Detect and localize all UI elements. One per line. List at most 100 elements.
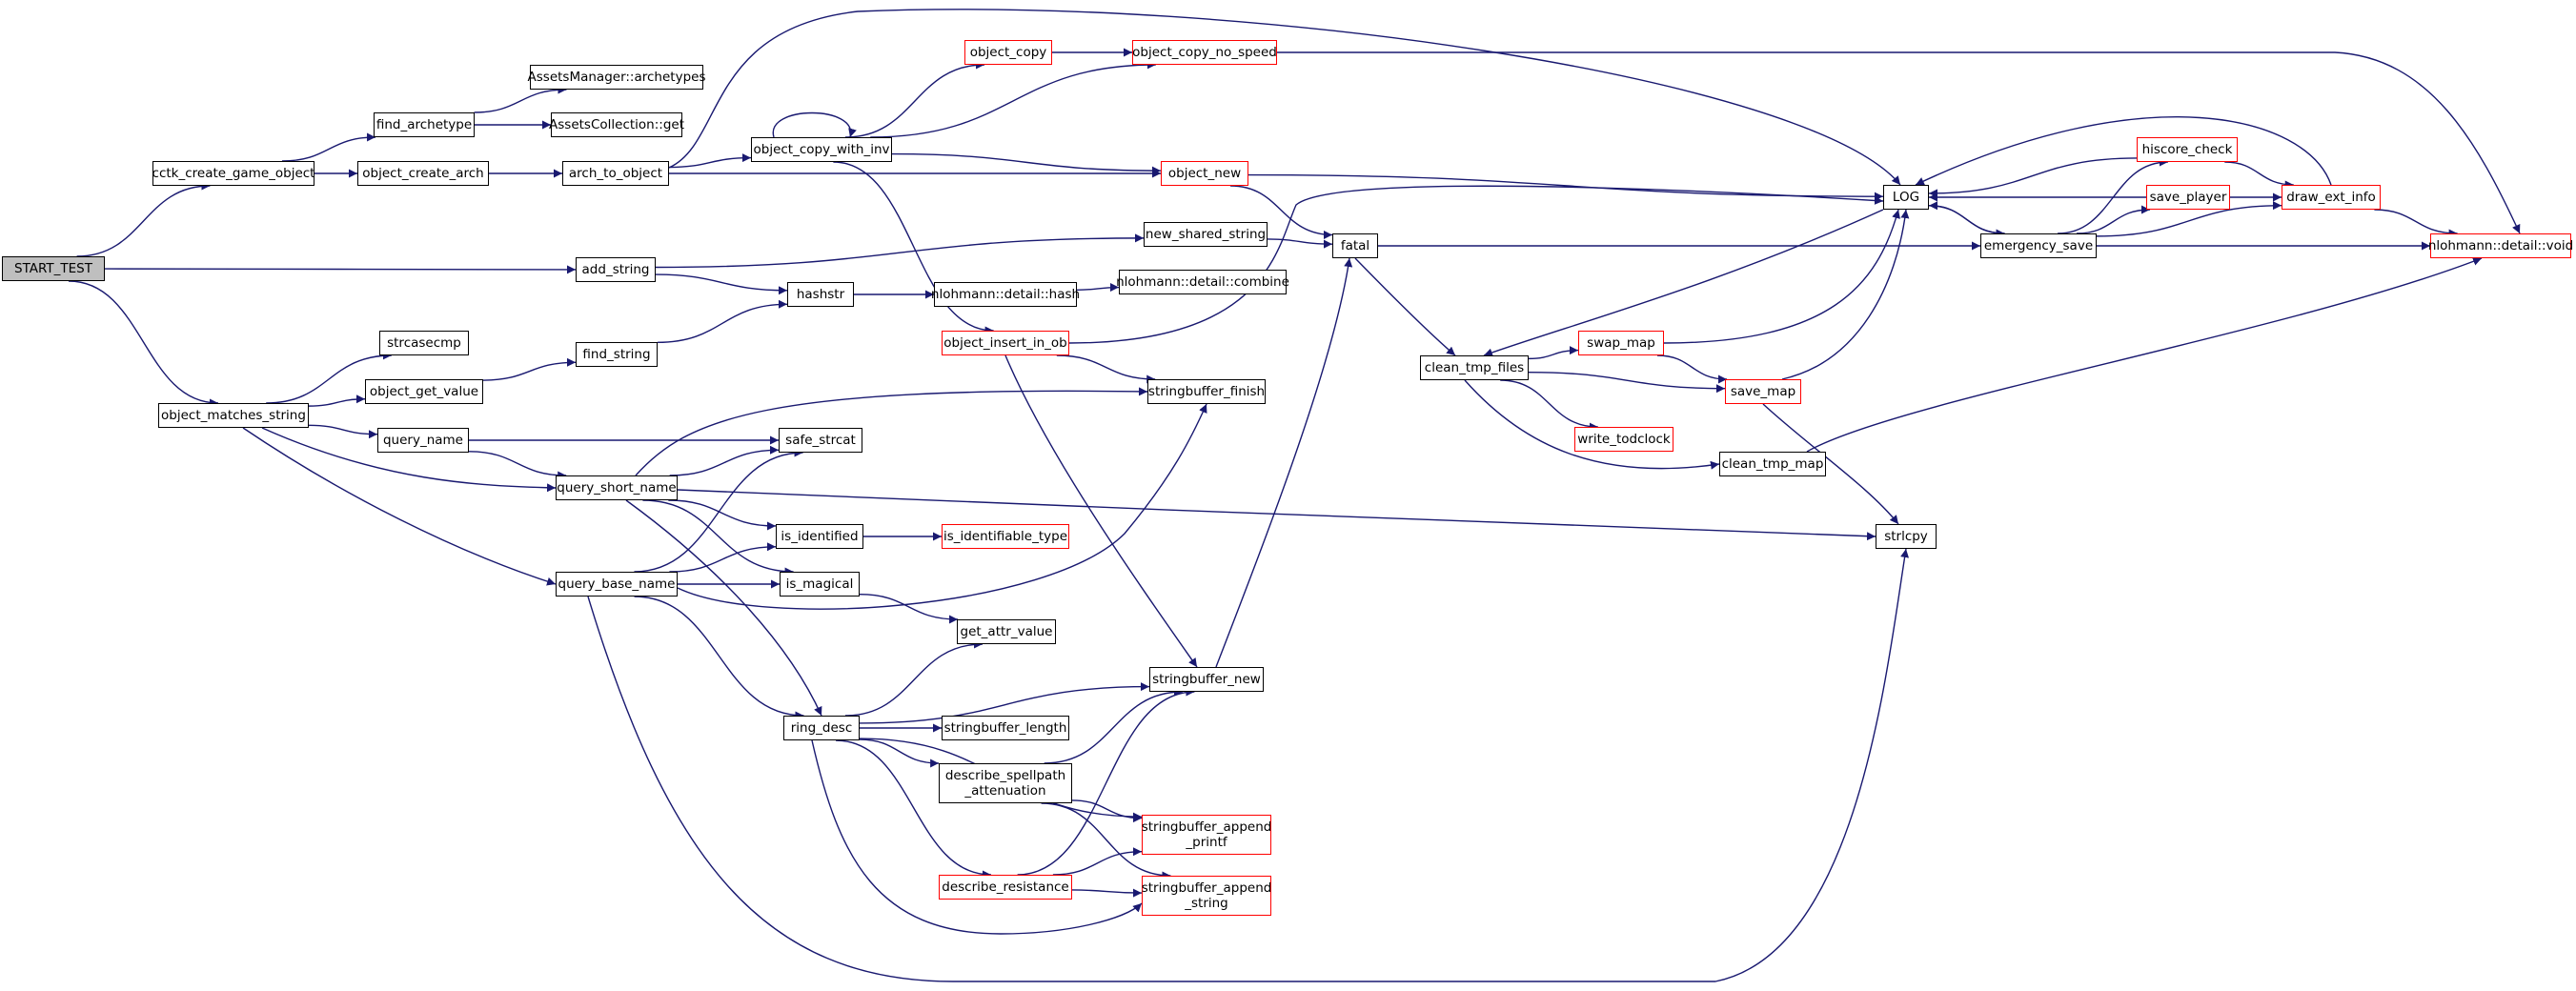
edge-object-insert-in-ob-to-log: [1068, 185, 1884, 344]
edge-emergency-save-to-log: [1928, 201, 2005, 234]
edge-object-copy-with-inv-to-object-copy-no-speed: [870, 60, 1156, 138]
edge-find-archetype-to-assetsmanager-archetypes: [474, 85, 567, 113]
edge-clean-tmp-files-to-save-map: [1528, 372, 1726, 394]
edge-describe-resistance-to-stringbuffer-append-string: [1071, 888, 1143, 898]
edge-query-base-name-to-ring-desc: [634, 596, 804, 720]
edge-describe-spellpath-attenuation-to-stringbuffer-append-string: [1041, 802, 1171, 880]
edge-clean-tmp-files-to-write-todclock: [1500, 379, 1598, 432]
edge-ring-desc-to-describe-resistance: [836, 739, 991, 880]
node-emergency-save[interactable]: emergency_save: [1980, 233, 2097, 258]
node-hiscore-check[interactable]: hiscore_check: [2137, 137, 2238, 162]
node-stringbuffer-append-string[interactable]: stringbuffer_append _string: [1142, 876, 1271, 916]
edge-describe-resistance-to-stringbuffer-new: [1017, 687, 1195, 876]
edge-object-copy-no-speed-to-nlohmann-detail-void: [1277, 51, 2521, 234]
edge-add-string-to-new-shared-string: [655, 233, 1145, 269]
node-query-short-name[interactable]: query_short_name: [556, 475, 678, 500]
node-safe-strcat[interactable]: safe_strcat: [779, 428, 862, 453]
edge-object-copy-with-inv-to-object-copy-with-inv: [772, 111, 857, 138]
edge-start-test-to-add-string: [104, 265, 577, 274]
edge-ring-desc-to-get-attr-value: [844, 639, 984, 717]
node-object-copy[interactable]: object_copy: [964, 40, 1052, 65]
edge-add-string-to-hashstr: [655, 273, 788, 295]
node-clean-tmp-files[interactable]: clean_tmp_files: [1420, 355, 1529, 380]
node-nlohmann-detail-void[interactable]: nlohmann::detail::void: [2428, 233, 2573, 258]
node-save-map[interactable]: save_map: [1725, 379, 1801, 404]
node-strlcpy[interactable]: strlcpy: [1876, 524, 1937, 549]
node-object-get-value[interactable]: object_get_value: [365, 379, 483, 404]
edge-start-test-to-cctk-create-game-object: [76, 181, 211, 257]
edge-object-new-to-log: [1247, 173, 1884, 201]
node-nlohmann-detail-combine[interactable]: nlohmann::detail::combine: [1116, 270, 1289, 294]
node-stringbuffer-finish[interactable]: stringbuffer_finish: [1147, 379, 1266, 404]
node-object-copy-with-inv[interactable]: object_copy_with_inv: [751, 137, 892, 162]
node-new-shared-string[interactable]: new_shared_string: [1144, 222, 1268, 247]
edge-describe-spellpath-attenuation-to-stringbuffer-new: [1044, 687, 1183, 764]
edge-emergency-save-to-draw-ext-info: [2096, 201, 2282, 237]
edge-fatal-to-clean-tmp-files: [1354, 257, 1456, 356]
edge-clean-tmp-files-to-swap-map: [1528, 346, 1579, 360]
edge-nlohmann-detail-hash-to-nlohmann-detail-combine: [1076, 283, 1120, 293]
node-is-identified[interactable]: is_identified: [776, 524, 863, 549]
edge-describe-resistance-to-stringbuffer-append-printf: [1052, 847, 1143, 876]
edge-object-matches-string-to-object-get-value: [308, 394, 366, 407]
node-nlohmann-detail-hash[interactable]: nlohmann::detail::hash: [931, 282, 1080, 307]
node-object-matches-string[interactable]: object_matches_string: [158, 403, 309, 428]
node-log[interactable]: LOG: [1883, 185, 1929, 210]
node-write-todclock[interactable]: write_todclock: [1574, 427, 1673, 452]
node-assetsmanager-archetypes[interactable]: AssetsManager::archetypes: [528, 65, 706, 90]
node-cctk-create-game-object[interactable]: cctk_create_game_object: [152, 161, 314, 186]
node-is-magical[interactable]: is_magical: [780, 572, 860, 597]
edge-ring-desc-to-describe-spellpath-attenuation: [859, 738, 940, 768]
node-arch-to-object[interactable]: arch_to_object: [562, 161, 669, 186]
node-find-string[interactable]: find_string: [576, 342, 658, 367]
node-swap-map[interactable]: swap_map: [1578, 331, 1664, 355]
edge-start-test-to-object-matches-string: [68, 280, 219, 408]
node-object-insert-in-ob[interactable]: object_insert_in_ob: [942, 331, 1069, 355]
node-describe-spellpath-attenuation[interactable]: describe_spellpath _attenuation: [939, 763, 1072, 803]
edge-ring-desc-to-stringbuffer-append-string: [811, 739, 1143, 935]
edge-hiscore-check-to-draw-ext-info: [2224, 161, 2294, 190]
node-strcasecmp[interactable]: strcasecmp: [379, 331, 469, 355]
node-stringbuffer-length[interactable]: stringbuffer_length: [942, 716, 1069, 740]
node-object-new[interactable]: object_new: [1161, 161, 1248, 186]
edge-object-copy-with-inv-to-object-new: [891, 152, 1162, 175]
node-object-create-arch[interactable]: object_create_arch: [357, 161, 489, 186]
node-query-name[interactable]: query_name: [377, 428, 469, 453]
node-object-copy-no-speed[interactable]: object_copy_no_speed: [1132, 40, 1277, 65]
node-save-player[interactable]: save_player: [2146, 185, 2230, 210]
node-draw-ext-info[interactable]: draw_ext_info: [2282, 185, 2381, 210]
edge-stringbuffer-new-to-fatal: [1215, 257, 1353, 668]
edge-object-insert-in-ob-to-stringbuffer-finish: [1056, 354, 1156, 384]
edge-describe-spellpath-attenuation-to-stringbuffer-append-printf: [1071, 799, 1143, 823]
node-is-identifiable-type[interactable]: is_identifiable_type: [942, 524, 1069, 549]
edge-clean-tmp-map-to-nlohmann-detail-void: [1806, 257, 2483, 453]
edge-object-matches-string-to-query-base-name: [242, 427, 557, 586]
node-fatal[interactable]: fatal: [1332, 233, 1378, 258]
node-start-test: START_TEST: [2, 256, 105, 281]
node-query-base-name[interactable]: query_base_name: [556, 572, 678, 597]
node-stringbuffer-append-printf[interactable]: stringbuffer_append _printf: [1142, 815, 1271, 855]
edge-object-new-to-fatal: [1230, 185, 1333, 239]
edge-query-name-to-query-short-name: [468, 451, 567, 480]
edge-query-short-name-to-is-magical: [642, 499, 794, 576]
node-hashstr[interactable]: hashstr: [787, 282, 854, 307]
node-describe-resistance[interactable]: describe_resistance: [939, 875, 1072, 900]
node-assetscollection-get[interactable]: AssetsCollection::get: [549, 112, 684, 137]
edge-new-shared-string-to-fatal: [1267, 238, 1333, 249]
edge-clean-tmp-files-to-clean-tmp-map: [1464, 379, 1720, 470]
node-clean-tmp-map[interactable]: clean_tmp_map: [1719, 452, 1826, 476]
node-get-attr-value[interactable]: get_attr_value: [957, 619, 1056, 644]
edge-log-to-clean-tmp-files: [1483, 209, 1884, 357]
edge-is-magical-to-get-attr-value: [859, 594, 959, 624]
edge-draw-ext-info-to-nlohmann-detail-void: [2374, 209, 2458, 238]
edge-hiscore-check-to-log: [1928, 157, 2138, 198]
edge-query-short-name-to-ring-desc: [625, 499, 822, 717]
node-ring-desc[interactable]: ring_desc: [783, 716, 860, 740]
edge-query-short-name-to-is-identified: [668, 499, 777, 531]
node-stringbuffer-new[interactable]: stringbuffer_new: [1149, 667, 1264, 692]
node-add-string[interactable]: add_string: [576, 257, 656, 282]
node-find-archetype[interactable]: find_archetype: [374, 112, 475, 137]
edge-query-base-name-to-is-identified: [669, 542, 777, 573]
